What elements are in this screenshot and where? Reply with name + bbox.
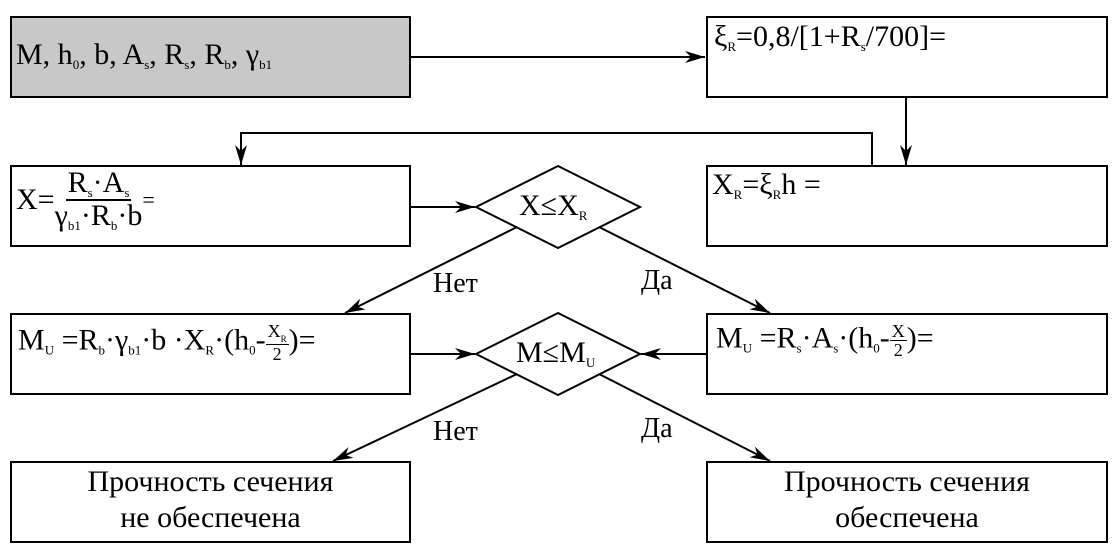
edge-label-no-1: Нет: [433, 268, 478, 299]
x-r-formula: XR=ξRh =: [712, 168, 821, 202]
edge-label-yes-2: Да: [641, 413, 673, 444]
cond-x-label: X≤XR: [519, 189, 588, 223]
edge-cond-m-no: [332, 373, 518, 462]
edge-label-yes-1: Да: [641, 265, 673, 296]
edge-cond-m-yes: [598, 373, 771, 462]
result-fail-text: Прочность сечения не обеспечена: [87, 465, 334, 534]
xi-r-box: [706, 16, 1108, 98]
result-ok-text: Прочность сечения обеспечена: [784, 465, 1030, 534]
result-fail-box: [10, 461, 411, 543]
edge-cond-x-yes: [598, 226, 771, 314]
mu-left-box: [10, 313, 411, 395]
mu-right-box: [706, 313, 1108, 395]
input-data-box: [10, 16, 411, 98]
x-r-box: [706, 165, 1108, 247]
edge-xr-to-x: [235, 132, 873, 165]
edge-cond-x-no: [344, 226, 518, 314]
result-ok-box: [706, 461, 1108, 543]
xi-r-formula: ξR=0,8/[1+Rs/700]=: [714, 20, 947, 54]
input-formula: M, h0, b, As, Rs, Rb, γb1: [16, 38, 273, 72]
x-box: [10, 165, 411, 247]
cond-m-label: M≤MU: [516, 336, 596, 370]
edge-label-no-2: Нет: [433, 416, 478, 447]
